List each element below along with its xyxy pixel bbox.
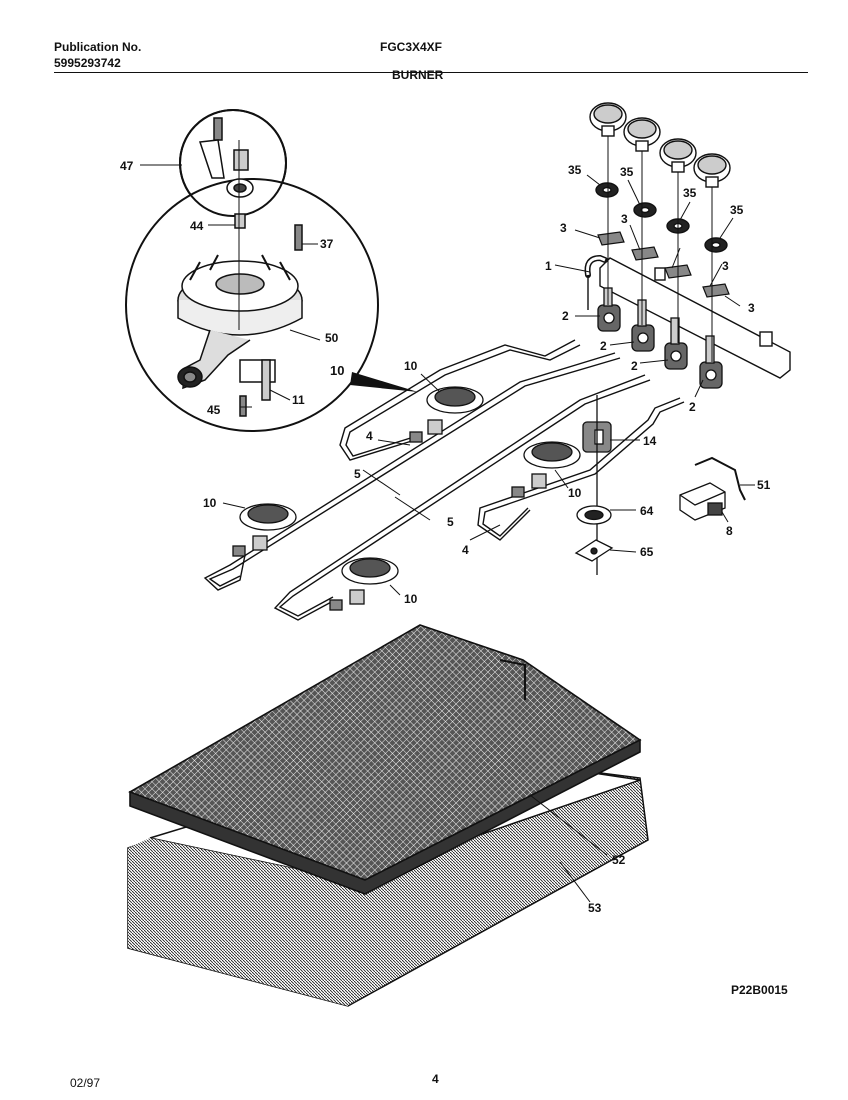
callout-3-b: 3 [621,212,628,226]
manifold [584,254,791,379]
callout-37: 37 [320,237,334,251]
callout-10-rear-right: 10 [568,486,582,500]
callout-10-rear-left: 10 [404,359,418,373]
header-rule [54,72,808,73]
callout-2-d: 2 [689,400,696,414]
callout-14: 14 [643,434,657,448]
surface-burner-rear-right [511,441,581,498]
knob-stems [607,136,713,362]
callout-3-a: 3 [560,221,567,235]
figure-code: P22B0015 [731,983,788,997]
callout-labels: 47 44 37 50 10 45 11 35 35 35 35 3 3 3 3… [120,159,771,915]
callout-1: 1 [545,259,552,273]
callout-35-d: 35 [730,203,744,217]
callout-51: 51 [757,478,771,492]
knob-washers [595,182,728,253]
valve-clips [597,231,730,298]
surface-burner-front-right [329,557,399,611]
callout-65: 65 [640,545,654,559]
ignition-module [679,456,746,521]
page-number: 4 [432,1072,439,1086]
callout-5-b: 5 [447,515,454,529]
publication-number: 5995293742 [54,56,121,70]
detail-pointer-arrow [350,372,418,392]
callout-11: 11 [292,393,305,407]
callout-5-a: 5 [354,467,361,481]
callout-2-a: 2 [562,309,569,323]
callout-50: 50 [325,331,339,345]
callout-10-front-right: 10 [404,592,418,606]
valve-4 [699,335,723,389]
valve-3 [664,317,688,370]
regulator-gaskets [574,505,614,562]
callout-52: 52 [612,853,626,867]
callout-4-b: 4 [462,543,469,557]
cooktop-panel [128,624,642,895]
model-number: FGC3X4XF [380,40,443,54]
callout-64: 64 [640,504,654,518]
footer-date: 02/97 [70,1076,101,1090]
callout-35-b: 35 [620,165,634,179]
gas-tubing [203,339,685,621]
callout-10-detail: 10 [330,363,344,378]
callout-3-d: 3 [748,301,755,315]
callout-10-front-left: 10 [203,496,217,510]
section-title: BURNER [392,68,444,82]
callout-35-c: 35 [683,186,697,200]
callout-2-c: 2 [631,359,638,373]
callout-4-a: 4 [366,429,373,443]
surface-burner-front-left [232,503,297,557]
callout-53: 53 [588,901,602,915]
callout-45: 45 [207,403,221,417]
surface-burner-rear-left [409,386,484,443]
callout-3-c: 3 [722,259,729,273]
callout-8: 8 [726,524,733,538]
callout-44: 44 [190,219,204,233]
callout-35-a: 35 [568,163,582,177]
publication-label: Publication No. [54,40,142,54]
callout-47: 47 [120,159,134,173]
burner-base-detail [177,117,303,417]
callout-2-b: 2 [600,339,607,353]
leader-lines [140,164,755,903]
control-knobs [589,102,731,188]
